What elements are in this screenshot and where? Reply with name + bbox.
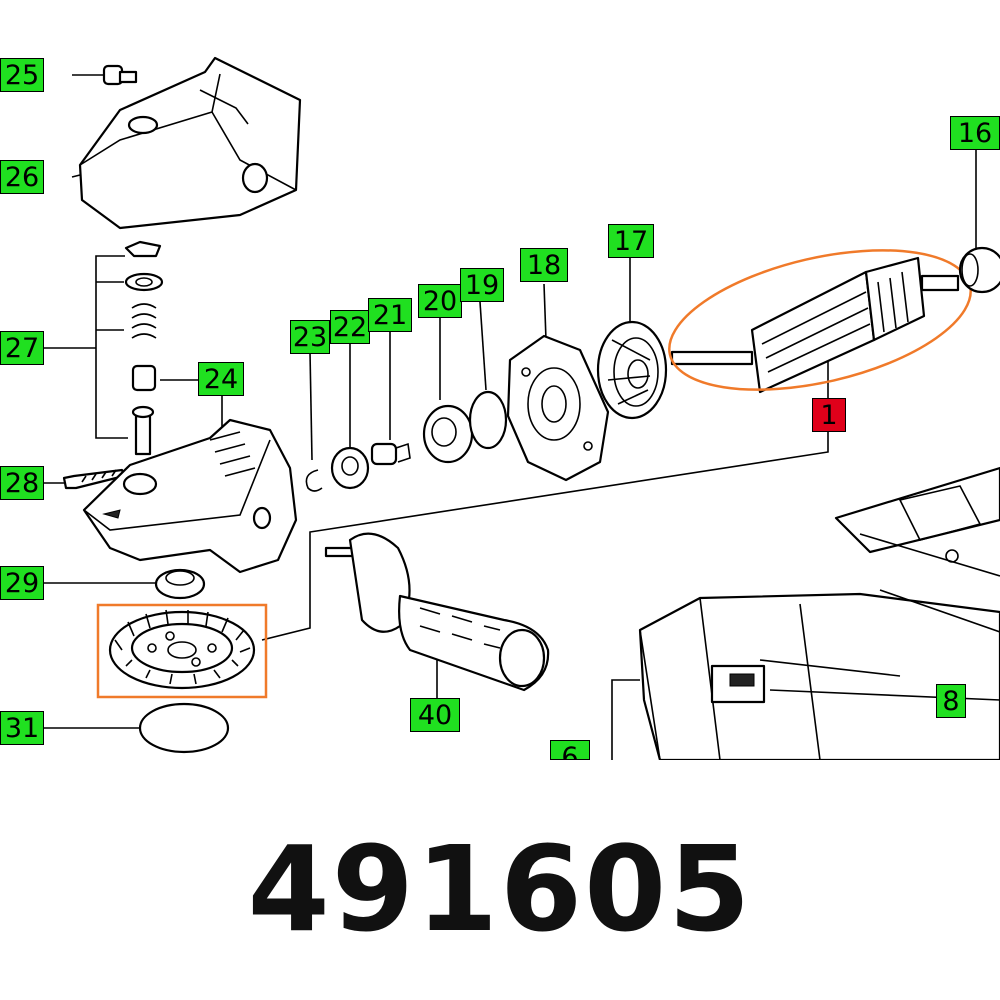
part-nut-21 <box>370 442 411 466</box>
part-screw-25 <box>102 64 138 86</box>
part-bearing-16 <box>958 246 1000 294</box>
label-22: 22 <box>330 310 370 344</box>
part-circlip-23 <box>305 469 323 492</box>
part-oring-19 <box>468 390 508 450</box>
label-25: 25 <box>0 58 44 92</box>
part-flange-18 <box>506 334 610 482</box>
exploded-parts-diagram: 25 26 27 28 29 31 24 23 22 21 20 19 18 1… <box>0 56 1000 762</box>
part-gear-head-24 <box>82 418 298 574</box>
label-24: 24 <box>198 362 244 396</box>
part-bearing-22 <box>330 446 370 490</box>
part-bearing-29 <box>154 568 206 600</box>
part-armature-1 <box>668 249 972 394</box>
label-31: 31 <box>0 711 44 745</box>
part-spring-stack-27 <box>124 240 164 456</box>
label-20: 20 <box>418 284 462 318</box>
label-17: 17 <box>608 224 654 258</box>
part-oring-31 <box>138 702 230 754</box>
label-28: 28 <box>0 466 44 500</box>
part-side-handle-40 <box>324 532 550 692</box>
part-fan-17 <box>596 320 668 420</box>
part-switch-assembly <box>834 466 1000 633</box>
label-29: 29 <box>0 566 44 600</box>
label-19: 19 <box>460 268 504 302</box>
label-8: 8 <box>936 684 966 718</box>
label-27: 27 <box>0 331 44 365</box>
part-bearing-20 <box>422 404 474 464</box>
label-16: 16 <box>950 116 1000 150</box>
label-23: 23 <box>290 320 330 354</box>
part-cover-26 <box>78 56 302 230</box>
label-18: 18 <box>520 248 568 282</box>
label-40: 40 <box>410 698 460 732</box>
label-21: 21 <box>368 298 412 332</box>
part-number: 491605 <box>247 820 753 958</box>
label-1: 1 <box>812 398 846 432</box>
diagram-drawing <box>44 56 1000 762</box>
label-26: 26 <box>0 160 44 194</box>
part-bevel-gear <box>96 603 268 699</box>
part-motor-housing <box>638 592 1000 762</box>
label-6: 6 <box>550 740 590 760</box>
